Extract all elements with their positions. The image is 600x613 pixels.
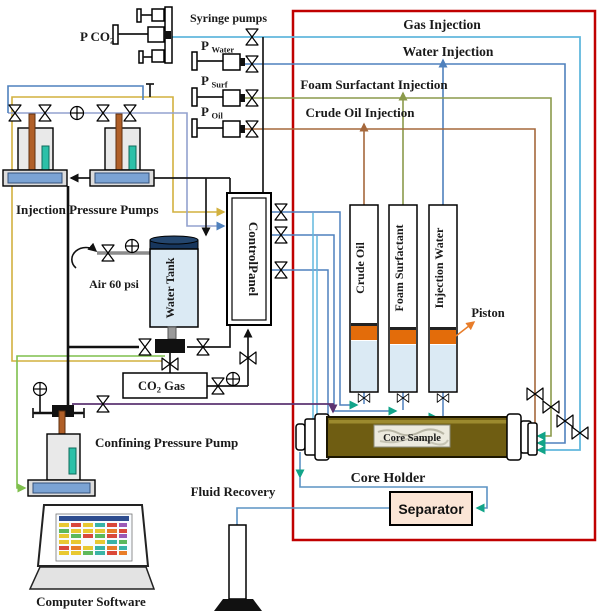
software-screen-mosaic — [59, 523, 127, 555]
syringe-pump-oil — [191, 118, 245, 138]
label-crude-injection: Crude Oil Injection — [305, 105, 415, 120]
injection-system-boundary — [291, 9, 597, 542]
label-injection-pressure-pumps: Injection Pressure Pumps — [16, 202, 159, 217]
confining-pressure-line — [72, 403, 338, 414]
label-core-holder: Core Holder — [351, 471, 426, 486]
accumulator-foam-surfactant — [388, 204, 418, 393]
label-foam-surfactant: Foam Surfactant — [392, 225, 406, 312]
syringe-pump-surf — [191, 87, 245, 107]
label-core-sample: Core Sample — [383, 433, 441, 444]
pressure-gauge-icon — [32, 381, 48, 397]
core-holder — [295, 413, 538, 461]
accumulator-crude-oil — [349, 204, 379, 393]
label-injection-water: Injection Water — [432, 227, 446, 308]
injection-pressure-pump-2 — [89, 113, 155, 187]
label-separator: Separator — [398, 501, 464, 517]
label-p-co2: P CO2 — [80, 29, 114, 46]
label-gas-injection: Gas Injection — [403, 17, 481, 32]
accumulator-injection-water — [428, 204, 458, 393]
control-panel — [226, 192, 272, 326]
label-co2-gas: CO2 Gas — [138, 379, 185, 395]
label-crude-oil: Crude Oil — [353, 242, 367, 294]
tap-valve-icon — [146, 83, 154, 97]
separator-box — [389, 491, 473, 526]
computer — [28, 504, 156, 590]
fluid-recovery-lines — [236, 452, 488, 525]
label-piston: Piston — [471, 306, 504, 320]
label-p-surf: P Surf — [201, 73, 228, 90]
label-p-water: P Water — [201, 38, 234, 55]
injection-pressure-pump-1 — [2, 113, 68, 187]
label-syringe-pumps: Syringe pumps — [190, 11, 267, 25]
label-fluid-recovery: Fluid Recovery — [191, 484, 276, 499]
tank-manifold — [155, 326, 185, 353]
foam-injection-line — [245, 91, 552, 441]
fluid-recovery-cylinder — [214, 524, 262, 611]
label-confining-pressure-pump: Confining Pressure Pump — [95, 435, 238, 450]
gas-injection-line — [172, 36, 581, 455]
piston-pointer-arrow — [455, 321, 476, 337]
syringe-pump-water — [191, 51, 245, 71]
label-water-tank: Water Tank — [163, 257, 177, 318]
syringe-pump-co2 — [112, 6, 173, 64]
label-foam-injection: Foam Surfactant Injection — [300, 77, 448, 92]
label-air-60-psi: Air 60 psi — [89, 277, 139, 291]
core-sample — [373, 424, 451, 448]
label-p-oil: P Oil — [201, 104, 223, 121]
confining-pressure-pump — [27, 405, 96, 497]
valve-icons — [8, 28, 589, 440]
air-supply-arrow-icon — [71, 242, 98, 269]
label-water-injection: Water Injection — [403, 44, 494, 59]
label-computer-software: Computer Software — [36, 594, 146, 609]
water-injection-line — [245, 58, 566, 448]
co2-gas-box — [122, 372, 208, 399]
label-control-panel: ControlPanel — [246, 222, 261, 297]
